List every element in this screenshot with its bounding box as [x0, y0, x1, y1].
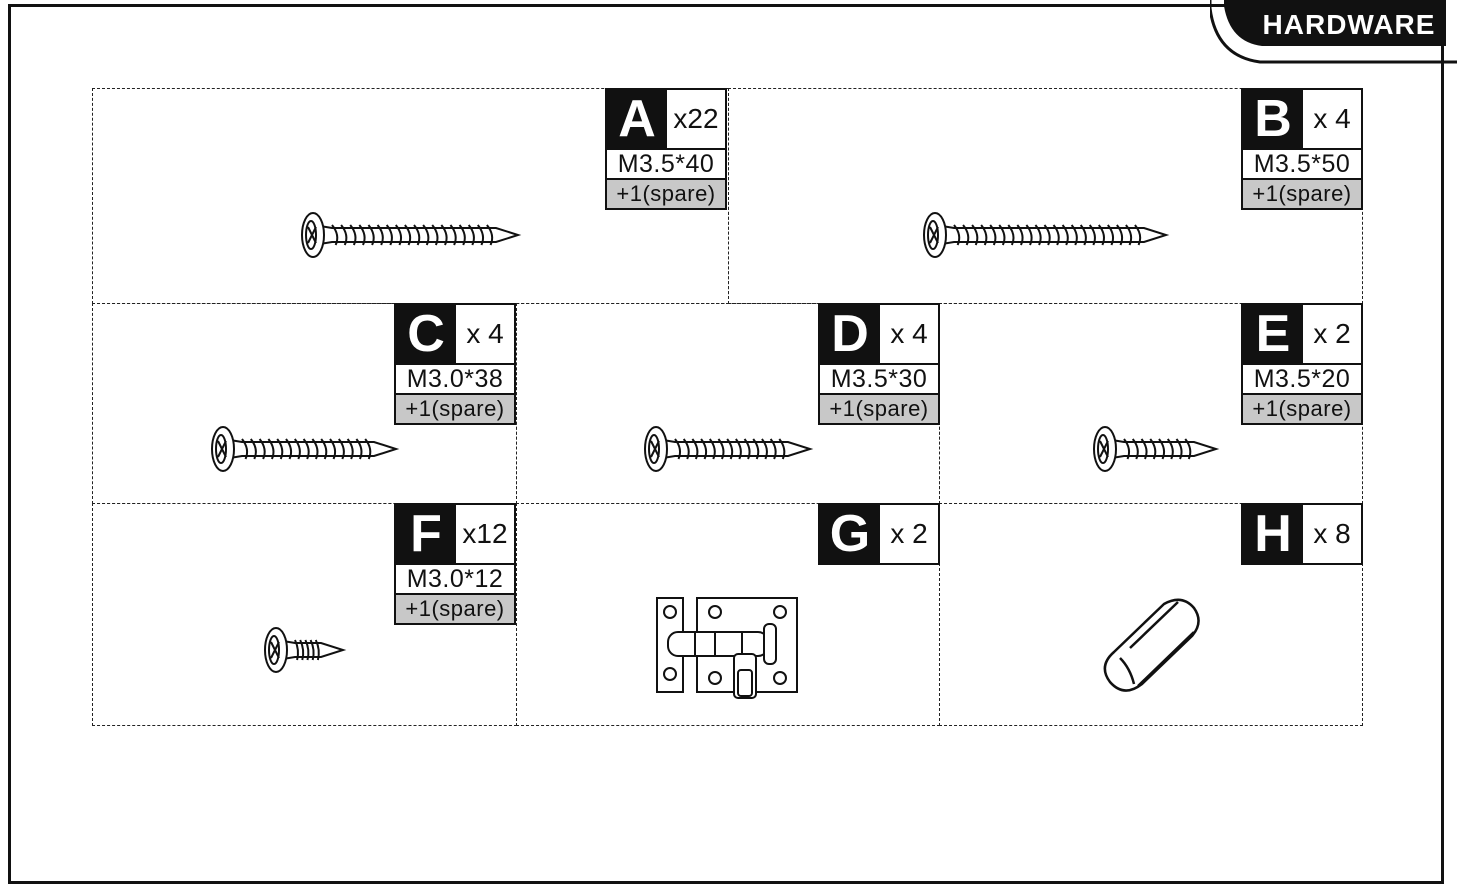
cell-h — [939, 503, 1363, 726]
part-quantity: x 2 — [1303, 305, 1361, 363]
part-spare: +1(spare) — [605, 180, 727, 210]
part-spec: M3.5*30 — [818, 365, 940, 395]
barrel-bolt-latch-icon — [656, 597, 798, 699]
part-quantity: x22 — [667, 90, 725, 148]
section-tab-shape — [1210, 0, 1457, 64]
part-quantity: x12 — [456, 505, 514, 563]
part-quantity: x 8 — [1303, 505, 1361, 563]
part-spare: +1(spare) — [394, 595, 516, 625]
part-quantity: x 4 — [456, 305, 514, 363]
part-letter: H — [1243, 505, 1303, 563]
part-spare: +1(spare) — [818, 395, 940, 425]
wooden-dowel-icon — [1103, 598, 1200, 692]
part-letter: G — [820, 505, 880, 563]
part-letter: E — [1243, 305, 1303, 363]
part-spare: +1(spare) — [1241, 395, 1363, 425]
part-quantity: x 4 — [1303, 90, 1361, 148]
part-spare: +1(spare) — [394, 395, 516, 425]
part-spec: M3.5*40 — [605, 150, 727, 180]
part-letter: B — [1243, 90, 1303, 148]
part-letter: A — [607, 90, 667, 148]
part-quantity: x 4 — [880, 305, 938, 363]
part-quantity: x 2 — [880, 505, 938, 563]
part-spec: M3.5*20 — [1241, 365, 1363, 395]
part-letter: D — [820, 305, 880, 363]
part-letter: F — [396, 505, 456, 563]
part-spec: M3.0*38 — [394, 365, 516, 395]
section-tab-label: HARDWARE — [1262, 9, 1436, 40]
part-letter: C — [396, 305, 456, 363]
part-spec: M3.0*12 — [394, 565, 516, 595]
part-spare: +1(spare) — [1241, 180, 1363, 210]
part-spec: M3.5*50 — [1241, 150, 1363, 180]
